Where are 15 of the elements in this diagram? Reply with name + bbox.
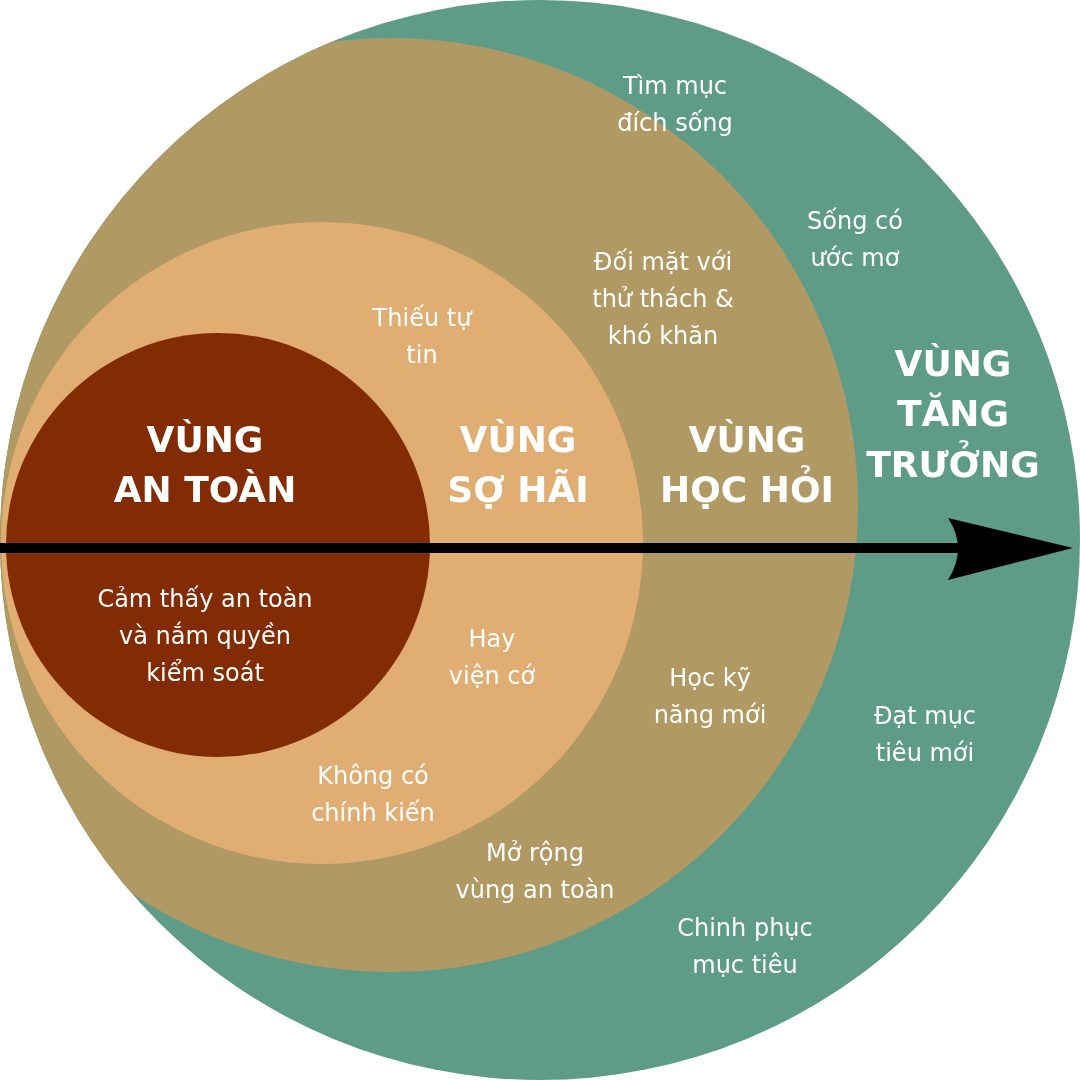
zone-description: Sống có ước mơ bbox=[806, 205, 904, 274]
zone-description: Đạt mục tiêu mới bbox=[872, 700, 978, 769]
zone-title: VÙNG HỌC HỎI bbox=[659, 417, 835, 512]
zone-description: Tìm mục đích sống bbox=[616, 70, 734, 139]
zone-description: Cảm thấy an toàn và nắm quyền kiểm soát bbox=[96, 584, 314, 690]
zone-description: Thiếu tự tin bbox=[372, 302, 472, 371]
zone-title: VÙNG TĂNG TRƯỞNG bbox=[865, 342, 1041, 488]
zone-description: Không có chính kiến bbox=[310, 760, 436, 829]
zone-description: Học kỹ năng mới bbox=[652, 662, 768, 731]
zone-description: Đối mặt với thử thách & khó khăn bbox=[591, 247, 735, 353]
zone-description: Chinh phục mục tiêu bbox=[676, 912, 814, 981]
zone-description: Hay viện cớ bbox=[447, 623, 537, 692]
zone-title: VÙNG AN TOÀN bbox=[113, 417, 297, 512]
zone-description: Mở rộng vùng an toàn bbox=[454, 837, 616, 906]
zone-title: VÙNG SỢ HÃI bbox=[446, 417, 590, 512]
